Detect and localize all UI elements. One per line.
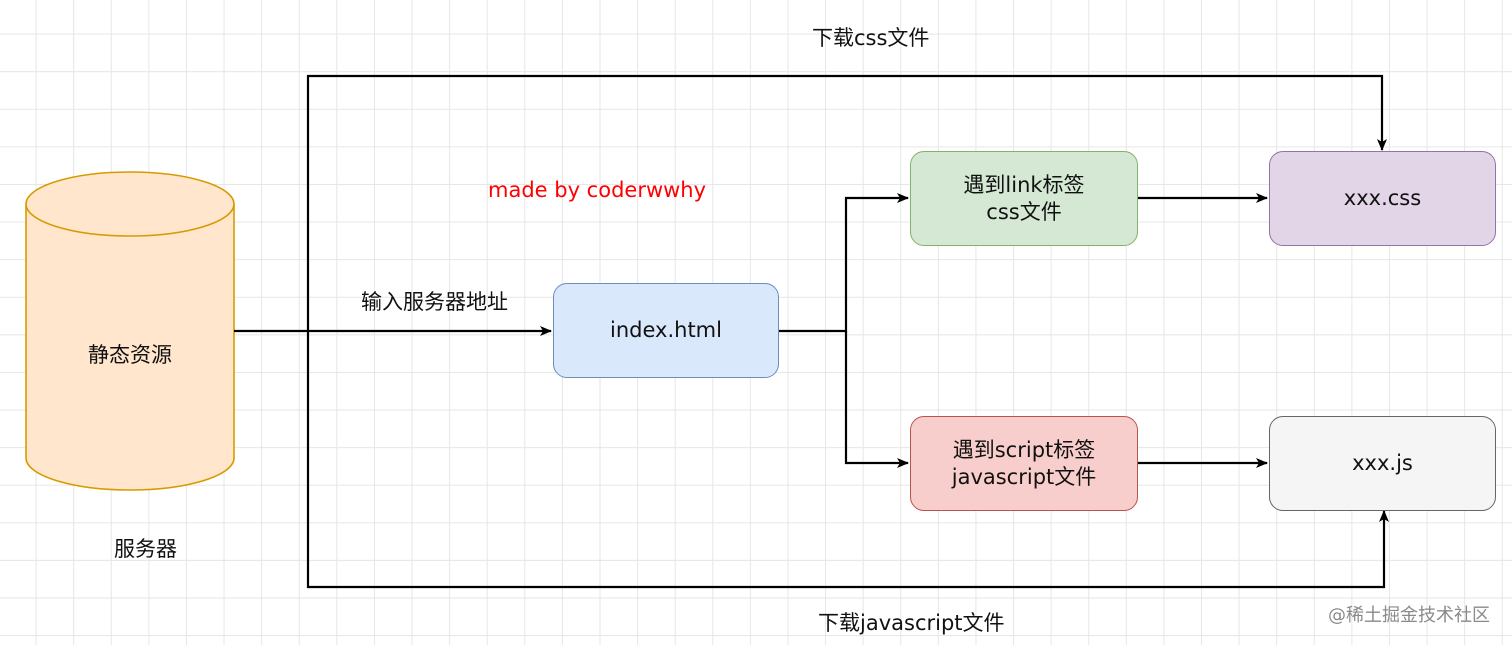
- node-script-tag: 遇到script标签 javascript文件: [910, 416, 1138, 511]
- node-xxx-css: xxx.css: [1269, 151, 1496, 246]
- node-link-line2: css文件: [986, 199, 1062, 224]
- edge-label-input-address: 输入服务器地址: [361, 290, 508, 314]
- node-js-text: xxx.js: [1352, 451, 1413, 475]
- node-css-text: xxx.css: [1343, 186, 1422, 210]
- node-index-text: index.html: [610, 318, 722, 342]
- juejin-watermark: @稀土掘金技术社区: [1328, 605, 1490, 626]
- server-cylinder-label: 静态资源: [88, 343, 172, 367]
- server-cylinder: [25, 171, 235, 491]
- node-xxx-js: xxx.js: [1269, 416, 1496, 511]
- edge-download-css: [306, 74, 1387, 331]
- node-link-tag: 遇到link标签 css文件: [910, 151, 1138, 246]
- made-by-watermark: made by coderwwhy: [488, 178, 707, 202]
- edge-index-to-script: [844, 331, 909, 468]
- node-link-line1: 遇到link标签: [963, 172, 1085, 197]
- node-script-line2: javascript文件: [951, 464, 1097, 489]
- node-index-html: index.html: [553, 283, 779, 378]
- server-caption: 服务器: [114, 537, 177, 561]
- node-script-line1: 遇到script标签: [952, 437, 1096, 462]
- edge-label-download-css: 下载css文件: [812, 26, 930, 50]
- edge-index-to-link: [778, 193, 909, 333]
- edge-download-js: [306, 331, 1389, 589]
- edge-label-download-js: 下载javascript文件: [818, 611, 1005, 635]
